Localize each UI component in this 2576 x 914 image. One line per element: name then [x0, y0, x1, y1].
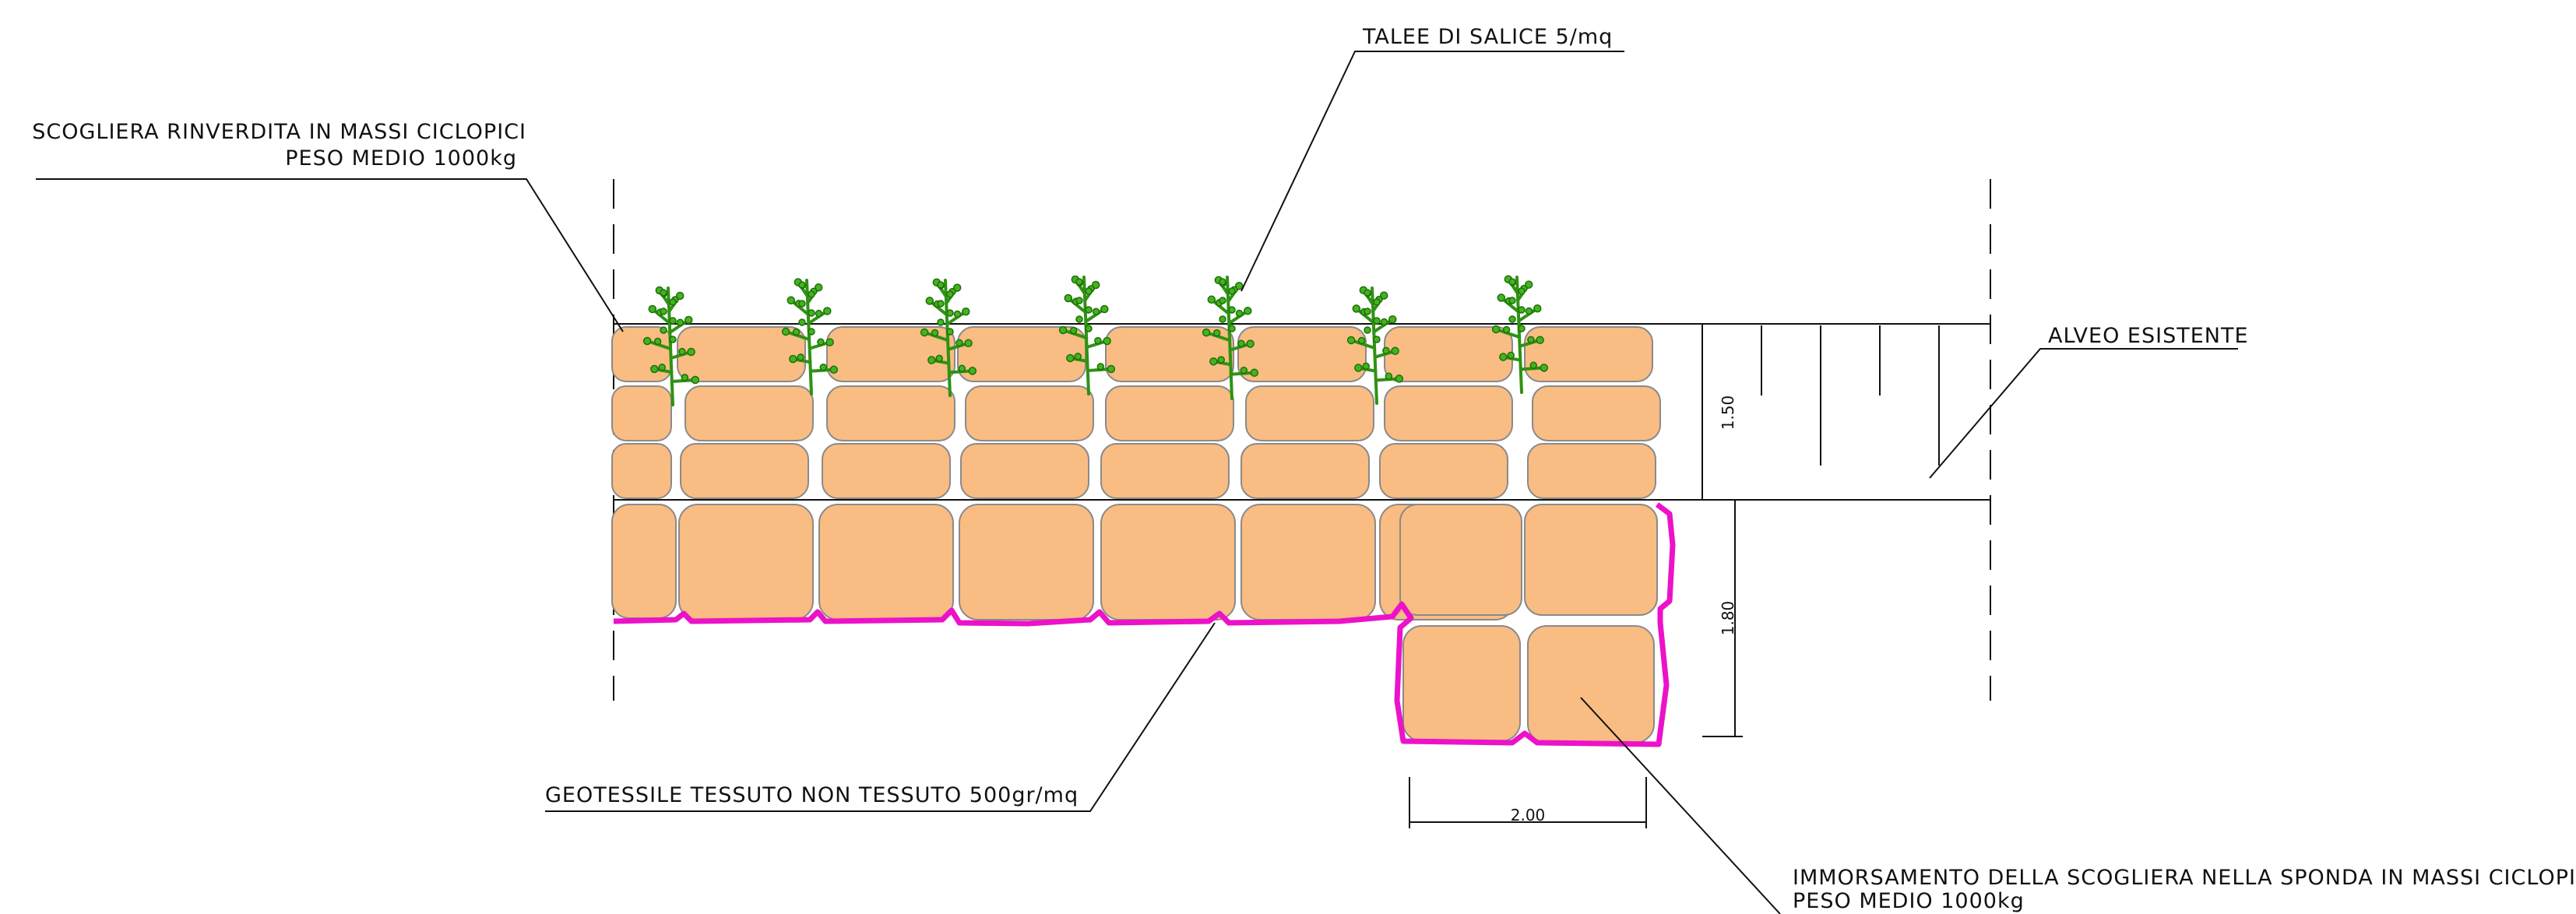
rock-block: [822, 443, 951, 499]
rock-block-partial: [611, 504, 677, 619]
rock-block: [826, 326, 955, 382]
rock-block: [960, 443, 1089, 499]
dimension-key-width: 2.00: [1409, 777, 1647, 828]
rock-block: [1527, 625, 1655, 744]
rock-blocks: [611, 326, 1661, 744]
geotextile-layer: [613, 502, 1676, 747]
rock-block: [1100, 504, 1236, 620]
rock-block: [680, 443, 809, 499]
rock-block: [1384, 385, 1513, 441]
scogliera-label-line1: SCOGLIERA RINVERDITA IN MASSI CICLOPICI: [32, 120, 526, 144]
rock-block: [959, 504, 1094, 620]
dimension-upper-height: 1.50: [1690, 323, 1737, 501]
rock-block: [1105, 385, 1234, 441]
geotessile-label: GEOTESSILE TESSUTO NON TESSUTO 500gr/mq: [545, 783, 1079, 807]
dimension-label-lower: 1.80: [1719, 601, 1737, 636]
dimension-label-upper: 1.50: [1719, 395, 1737, 431]
rock-block: [818, 504, 954, 620]
rock-block: [684, 385, 814, 441]
riverbed-hatch: [1761, 325, 1940, 466]
rock-block: [678, 504, 814, 620]
rock-block: [1240, 504, 1376, 620]
rock-block-partial: [611, 326, 672, 382]
rock-block: [965, 385, 1094, 441]
willow-cutting: [1202, 276, 1259, 400]
rock-block: [1237, 326, 1367, 382]
rock-block: [1524, 326, 1653, 382]
willow-cutting: [1491, 275, 1549, 394]
rock-block: [1245, 385, 1374, 441]
rock-block: [1532, 385, 1661, 441]
rock-block: [1100, 443, 1230, 499]
rock-block: [1240, 443, 1370, 499]
immorsamento-leader-line: [1580, 697, 1781, 914]
rock-block: [677, 326, 806, 382]
alveo-leader-line: [1929, 348, 2238, 479]
rock-block: [826, 385, 955, 441]
rock-block: [1399, 504, 1522, 616]
rock-block: [1524, 504, 1658, 616]
alveo-label: ALVEO ESISTENTE: [2048, 324, 2249, 348]
talee-label: TALEE DI SALICE 5/mq: [1362, 25, 1613, 49]
scogliera-label-line2: PESO MEDIO 1000kg: [285, 146, 517, 170]
dimension-label-width: 2.00: [1511, 806, 1546, 824]
rock-block-partial: [611, 443, 672, 499]
immorsamento-label-line2: PESO MEDIO 1000kg: [1793, 889, 2025, 913]
immorsamento-label-line1: IMMORSAMENTO DELLA SCOGLIERA NELLA SPOND…: [1793, 866, 2576, 890]
rock-block: [1379, 443, 1508, 499]
rock-block: [1105, 326, 1234, 382]
willow-cuttings: [642, 275, 1549, 406]
willow-cutting: [920, 278, 977, 397]
rock-block: [957, 326, 1086, 382]
willow-cutting: [642, 286, 700, 406]
rock-block-partial: [611, 385, 672, 441]
willow-cutting: [1346, 286, 1404, 405]
rock-block: [1384, 326, 1513, 382]
rock-block: [1527, 443, 1656, 499]
dimension-lower-height: 1.80: [1702, 500, 1743, 737]
talee-leader-line: [1240, 51, 1624, 292]
willow-cutting: [1058, 275, 1116, 395]
willow-cutting: [781, 278, 839, 395]
rock-block: [1402, 625, 1521, 742]
scogliera-leader-line: [36, 178, 624, 332]
geotessile-leader-line: [545, 622, 1216, 812]
